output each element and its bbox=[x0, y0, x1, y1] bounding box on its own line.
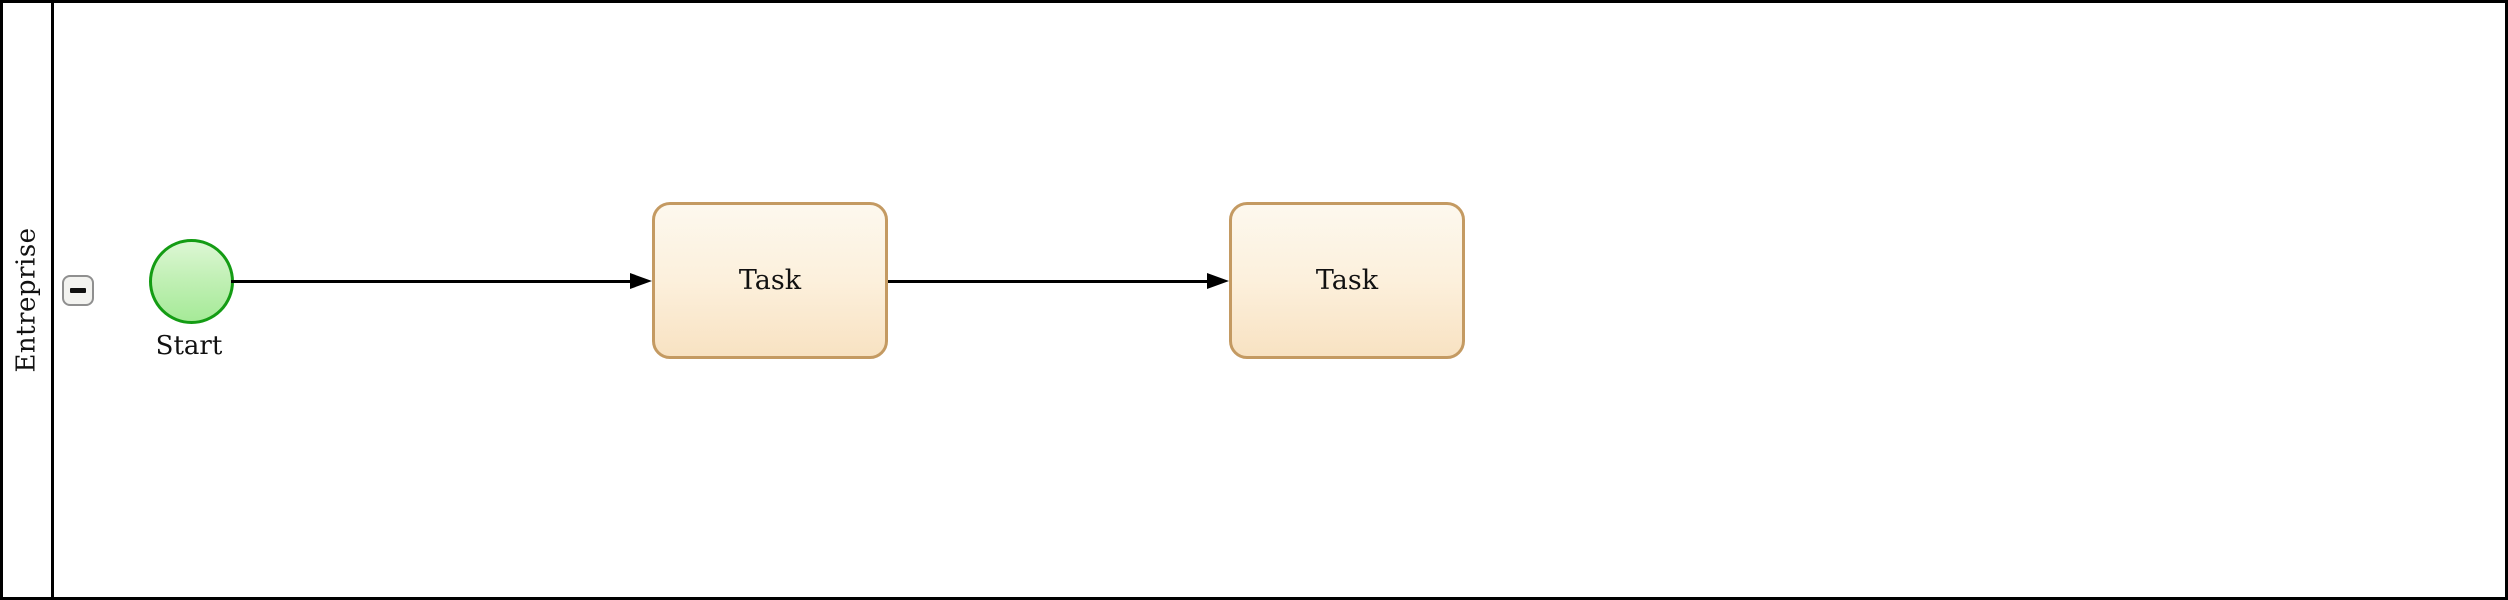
minus-icon bbox=[70, 288, 86, 293]
pool-label: Entreprise bbox=[12, 227, 43, 373]
sequence-flow-line bbox=[231, 280, 630, 283]
arrowhead-icon bbox=[630, 273, 652, 289]
sequence-flow-line bbox=[888, 280, 1207, 283]
task-node-2[interactable]: Task bbox=[1229, 202, 1465, 359]
task-node-1[interactable]: Task bbox=[652, 202, 888, 359]
start-event-label: Start bbox=[155, 331, 223, 361]
pool-header-lane: Entreprise bbox=[3, 3, 54, 597]
start-event-node[interactable] bbox=[149, 239, 234, 324]
collapse-pool-button[interactable] bbox=[62, 275, 94, 306]
arrowhead-icon bbox=[1207, 273, 1229, 289]
